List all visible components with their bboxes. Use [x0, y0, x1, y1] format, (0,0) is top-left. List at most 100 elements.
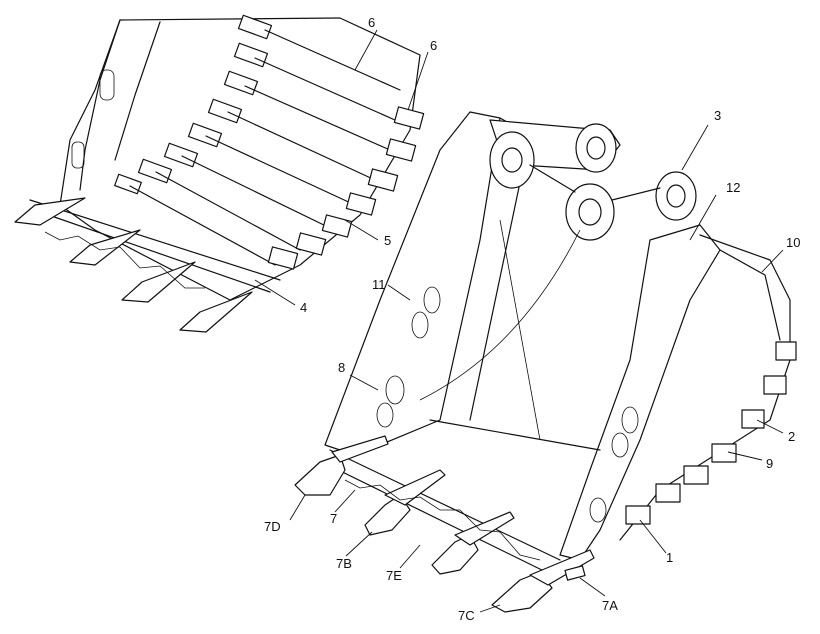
- callout-2: 2: [788, 429, 795, 444]
- side-cutter-segment: [223, 70, 259, 96]
- side-cutter: [683, 465, 709, 485]
- callout-11: 11: [372, 277, 386, 292]
- side-cutter-segment: [207, 98, 243, 124]
- upper-cutting-edge-lower: [39, 211, 271, 293]
- leader-7E: [399, 544, 421, 569]
- callout-8: 8: [338, 360, 345, 375]
- leader-1: [639, 519, 667, 554]
- left-plate-holes: [376, 286, 441, 428]
- wear-strip: [264, 29, 401, 91]
- tooth: [179, 291, 253, 333]
- wear-strip: [181, 155, 331, 229]
- callout-7A: 7A: [602, 598, 618, 613]
- right-cutter: [385, 138, 417, 162]
- leader-7B: [345, 531, 373, 557]
- pin-tube: [611, 187, 661, 201]
- leader-7D: [289, 494, 306, 521]
- leader-12: [689, 194, 717, 241]
- callout-7D: 7D: [264, 519, 281, 534]
- main-bucket-view: [294, 111, 797, 613]
- leader-7C: [479, 604, 501, 613]
- leader-3: [681, 124, 709, 171]
- plate-hole: [376, 402, 394, 428]
- callout-10: 10: [786, 235, 800, 250]
- main-cutting-edge: [329, 449, 561, 561]
- leader-11: [387, 284, 411, 301]
- plate-hole: [411, 311, 429, 339]
- tooth: [121, 261, 196, 303]
- callout-1: 1: [666, 550, 673, 565]
- plate-hole: [423, 286, 441, 314]
- upper-side-cutters: [114, 14, 273, 195]
- wear-strip: [244, 85, 391, 151]
- tooth-7E: [431, 534, 479, 575]
- leader-lines: [254, 29, 784, 613]
- callout-12: 12: [726, 180, 740, 195]
- tooth-7B-adapter: [384, 469, 446, 506]
- wear-strip: [254, 57, 396, 121]
- side-cutter: [655, 483, 681, 503]
- callout-7: 7: [330, 511, 337, 526]
- pin-hole-left: [501, 147, 523, 173]
- callout-5: 5: [384, 233, 391, 248]
- callout-9: 9: [766, 456, 773, 471]
- main-side-cutters: [625, 341, 797, 525]
- side-cutter: [775, 341, 797, 361]
- leader-7A: [579, 577, 606, 597]
- tooth-7D: [294, 454, 346, 496]
- leader-2: [756, 419, 784, 434]
- right-cutter: [321, 214, 353, 238]
- callout-labels: 6 6 3 12 10 5 4 11 8 2 9 1 7D 7 7B 7E 7C…: [264, 15, 800, 623]
- upper-side-hole: [99, 69, 115, 101]
- right-cutter: [267, 246, 299, 270]
- upper-left-bucket-view: [14, 14, 425, 333]
- wear-strip: [227, 111, 376, 181]
- callout-3: 3: [714, 108, 721, 123]
- right-link-plate: [559, 224, 721, 561]
- side-cutter: [741, 409, 765, 429]
- bucket-floor-line: [429, 419, 601, 451]
- leader-4: [254, 279, 296, 306]
- callout-7C: 7C: [458, 608, 475, 623]
- bucket-floor-inner: [499, 219, 541, 441]
- leader-7: [334, 489, 356, 513]
- plate-hole: [621, 406, 639, 434]
- leader-8: [349, 374, 379, 391]
- upper-wear-strips: [129, 29, 401, 266]
- leader-6b: [407, 51, 429, 111]
- side-cutter-segment: [137, 158, 173, 184]
- upper-side-hole: [71, 141, 85, 169]
- bucket-curve: [419, 229, 581, 401]
- pin-hole-top: [586, 136, 606, 160]
- pin-tube: [529, 164, 576, 193]
- pin-hole-center: [578, 198, 602, 226]
- tooth: [14, 197, 86, 226]
- side-cutter: [763, 375, 787, 395]
- side-cutter-segment: [114, 173, 142, 195]
- wear-strip: [155, 171, 301, 251]
- upper-teeth: [14, 197, 253, 333]
- bucket-shell-rim: [719, 249, 781, 341]
- tooth-7A-pin: [564, 565, 586, 581]
- tooth-7E-adapter: [454, 511, 515, 546]
- callout-6a: 6: [368, 15, 375, 30]
- plate-hole: [611, 432, 629, 458]
- upper-bucket-inner-edge: [114, 21, 161, 161]
- callout-7E: 7E: [386, 568, 402, 583]
- tooth-adapter: [331, 435, 389, 463]
- side-cutter-segment: [187, 122, 223, 148]
- upper-bucket-outline: [59, 17, 421, 301]
- side-cutter: [711, 443, 737, 463]
- upper-bucket-side-edge: [79, 19, 121, 191]
- upper-cutting-edge: [29, 199, 281, 281]
- upper-right-cutters: [267, 106, 425, 270]
- right-cutter: [367, 168, 399, 192]
- tooth-7C-adapter: [529, 549, 595, 586]
- tooth-7B: [364, 494, 411, 536]
- side-cutter-segment: [163, 142, 199, 168]
- side-cutter-segment: [233, 42, 269, 68]
- leader-10: [761, 249, 784, 273]
- right-cutter: [345, 192, 377, 216]
